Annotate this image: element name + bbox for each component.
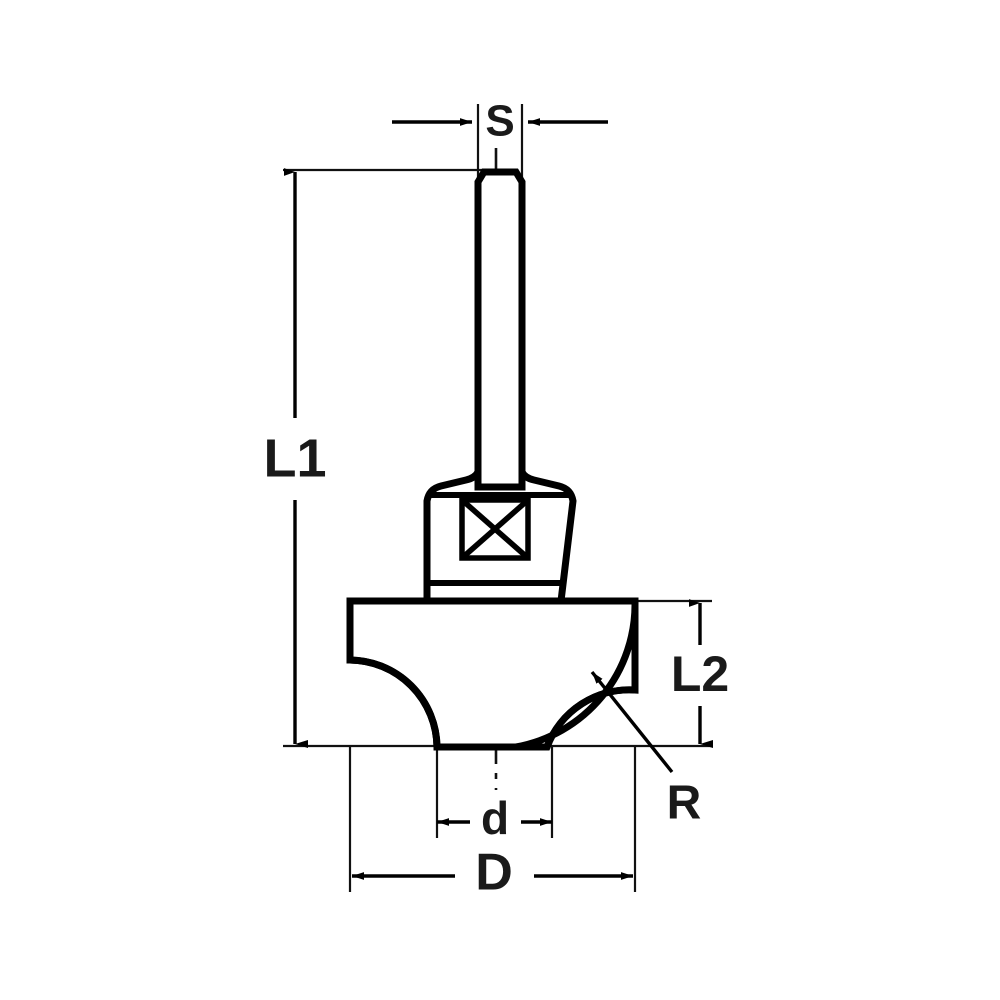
collar-crossed-square-mark: [459, 497, 531, 561]
shank-outline: [474, 168, 526, 491]
dim-label-r: R: [667, 777, 702, 830]
collar-diagonal-b: [460, 497, 530, 561]
dim-label-l2: L2: [671, 646, 729, 702]
dim-label-d-large: D: [475, 844, 513, 902]
dim-label-l1: L1: [263, 428, 326, 488]
right-relief-arc: [512, 598, 639, 751]
cutting-profile-arcs: [346, 598, 639, 751]
dim-r-leader-line: [590, 670, 674, 774]
dimension-r: R: [590, 670, 702, 830]
left-cove-arc: [346, 656, 441, 751]
dim-label-d-small: d: [481, 792, 509, 844]
dimension-d-small: d: [437, 792, 552, 844]
dimension-l2: L2: [671, 599, 729, 748]
router-bit-body: [346, 168, 639, 751]
dimension-l1: L1: [263, 168, 327, 748]
dim-label-s: S: [485, 97, 514, 146]
dimension-d-large: D: [352, 844, 633, 902]
collar-square: [459, 497, 531, 561]
dimension-s: S: [392, 97, 608, 146]
collar-seams: [427, 492, 570, 586]
